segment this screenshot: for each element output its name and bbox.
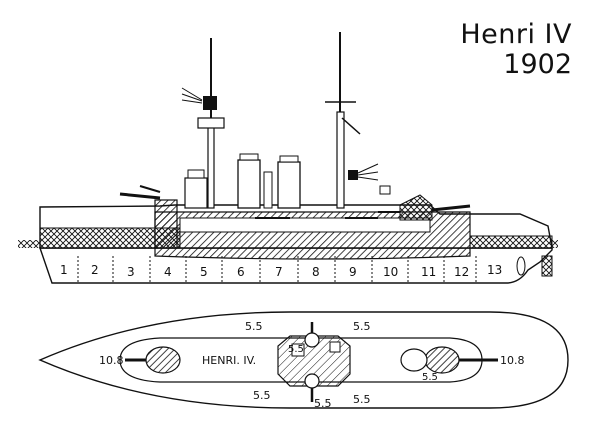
- armour-label-upper-right: 5.5: [353, 320, 371, 333]
- fore-gun: [119, 192, 161, 200]
- compartment-label: 6: [237, 265, 245, 279]
- aft-gun: [431, 204, 471, 212]
- compartment-label: 9: [349, 265, 357, 279]
- compartment-label: 13: [487, 263, 502, 277]
- armour-label-lower-right: 5.5: [353, 393, 371, 406]
- fore-gun-2: [139, 185, 161, 193]
- bridge-base: [184, 177, 208, 209]
- plan-aft-barbette: [400, 348, 428, 372]
- foremast-lower: [207, 119, 215, 209]
- propeller: [516, 256, 526, 276]
- funnel-fore-cap: [239, 153, 259, 161]
- plan-aft-turret: [424, 346, 460, 374]
- compartment-label: 4: [164, 265, 172, 279]
- searchlight-beam-fore: [181, 87, 203, 104]
- searchlight-beam-aft: [357, 163, 379, 181]
- fighting-top-fore: [197, 117, 225, 129]
- compartment-dividers: [77, 256, 477, 283]
- armour-label-lower-center: 5.5: [314, 397, 332, 410]
- compartment-label: 11: [421, 265, 436, 279]
- searchlight-fore: [203, 96, 217, 110]
- compartment-label: 3: [127, 265, 135, 279]
- deck-plan: HENRI. IV. 10.8 10.8 5.5 5.5 5.5 5.5 5.5…: [38, 311, 569, 410]
- armour-label-aft-barbette: 5.5: [422, 372, 438, 383]
- mainmast-lower: [336, 111, 345, 209]
- searchlight-aft: [348, 170, 358, 180]
- funnel-aft: [277, 161, 301, 209]
- ship-name: Henri IV: [460, 19, 572, 50]
- funnel-fore: [237, 159, 261, 209]
- armour-label-lower-left: 5.5: [253, 389, 271, 402]
- armour-label-deck-center: 5.5: [288, 344, 304, 355]
- title-block: Henri IV 1902: [460, 19, 572, 81]
- compartment-label: 1: [60, 263, 68, 277]
- compartment-label: 8: [312, 265, 320, 279]
- compartment-numbers: 1 2 3 4 5 6 7 8 9 10 11 12 13: [60, 263, 502, 279]
- boat-davit: [379, 185, 391, 195]
- plan-secondary-gun: [304, 373, 320, 389]
- plan-deck-block: [291, 343, 305, 357]
- armour-label-upper-left: 5.5: [245, 320, 263, 333]
- plan-deck-block: [329, 341, 341, 353]
- compartment-label: 12: [454, 265, 469, 279]
- funnel-vent: [263, 171, 273, 209]
- side-profile: 1 2 3 4 5 6 7 8 9 10 11 12 13: [18, 32, 558, 284]
- armour-belt-aft: [469, 235, 553, 249]
- gaff-main: [341, 117, 361, 135]
- plan-fore-turret: [145, 346, 181, 374]
- funnel-aft-cap: [279, 155, 299, 163]
- ship-plan-label: HENRI. IV.: [202, 354, 256, 367]
- plan-labels: HENRI. IV. 10.8 10.8 5.5 5.5 5.5 5.5 5.5…: [99, 320, 525, 410]
- plan-secondary-gun: [304, 332, 320, 348]
- compartment-label: 10: [383, 265, 398, 279]
- rudder: [541, 255, 553, 277]
- compartment-label: 7: [275, 265, 283, 279]
- aft-superstructure: [399, 194, 433, 221]
- fore-turret-block: [154, 199, 178, 249]
- ship-year: 1902: [503, 49, 572, 81]
- bridge-top: [187, 169, 205, 179]
- compartment-label: 2: [91, 263, 99, 277]
- compartment-label: 5: [200, 265, 208, 279]
- citadel-band: [179, 217, 431, 233]
- armour-label-aft: 10.8: [500, 354, 525, 367]
- armour-label-fore: 10.8: [99, 354, 124, 367]
